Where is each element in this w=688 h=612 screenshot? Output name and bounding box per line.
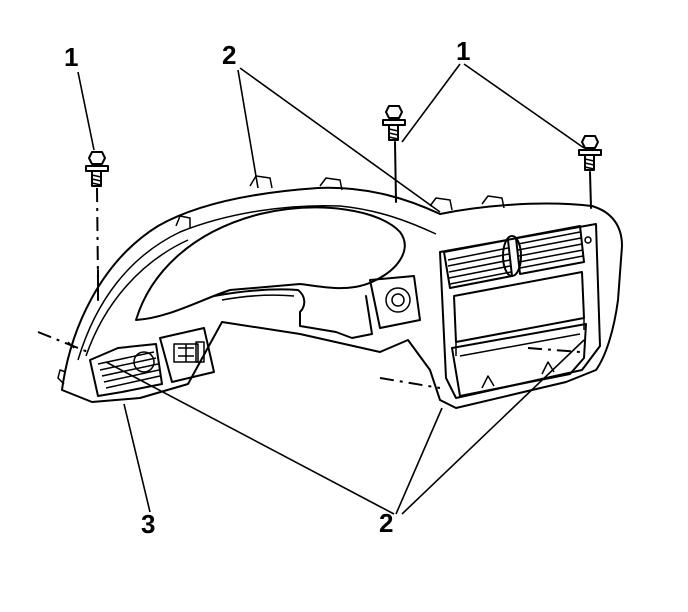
center-vents xyxy=(443,225,592,289)
reference-lines xyxy=(37,331,581,389)
bolt-icon-right xyxy=(578,135,602,209)
left-vent xyxy=(89,343,163,397)
instrument-panel-bezel xyxy=(57,175,623,409)
leader-lines xyxy=(77,63,585,515)
callout-3: 3 xyxy=(141,509,155,539)
callout-2-top: 2 xyxy=(222,40,236,70)
switch-bank xyxy=(159,327,215,383)
bolt-icon-center xyxy=(382,105,406,203)
center-knob xyxy=(369,275,421,329)
callout-2-bottom: 2 xyxy=(379,508,393,538)
callout-1-right: 1 xyxy=(456,36,470,66)
callout-1-left: 1 xyxy=(64,42,78,72)
bolt-icon-left xyxy=(85,151,109,301)
